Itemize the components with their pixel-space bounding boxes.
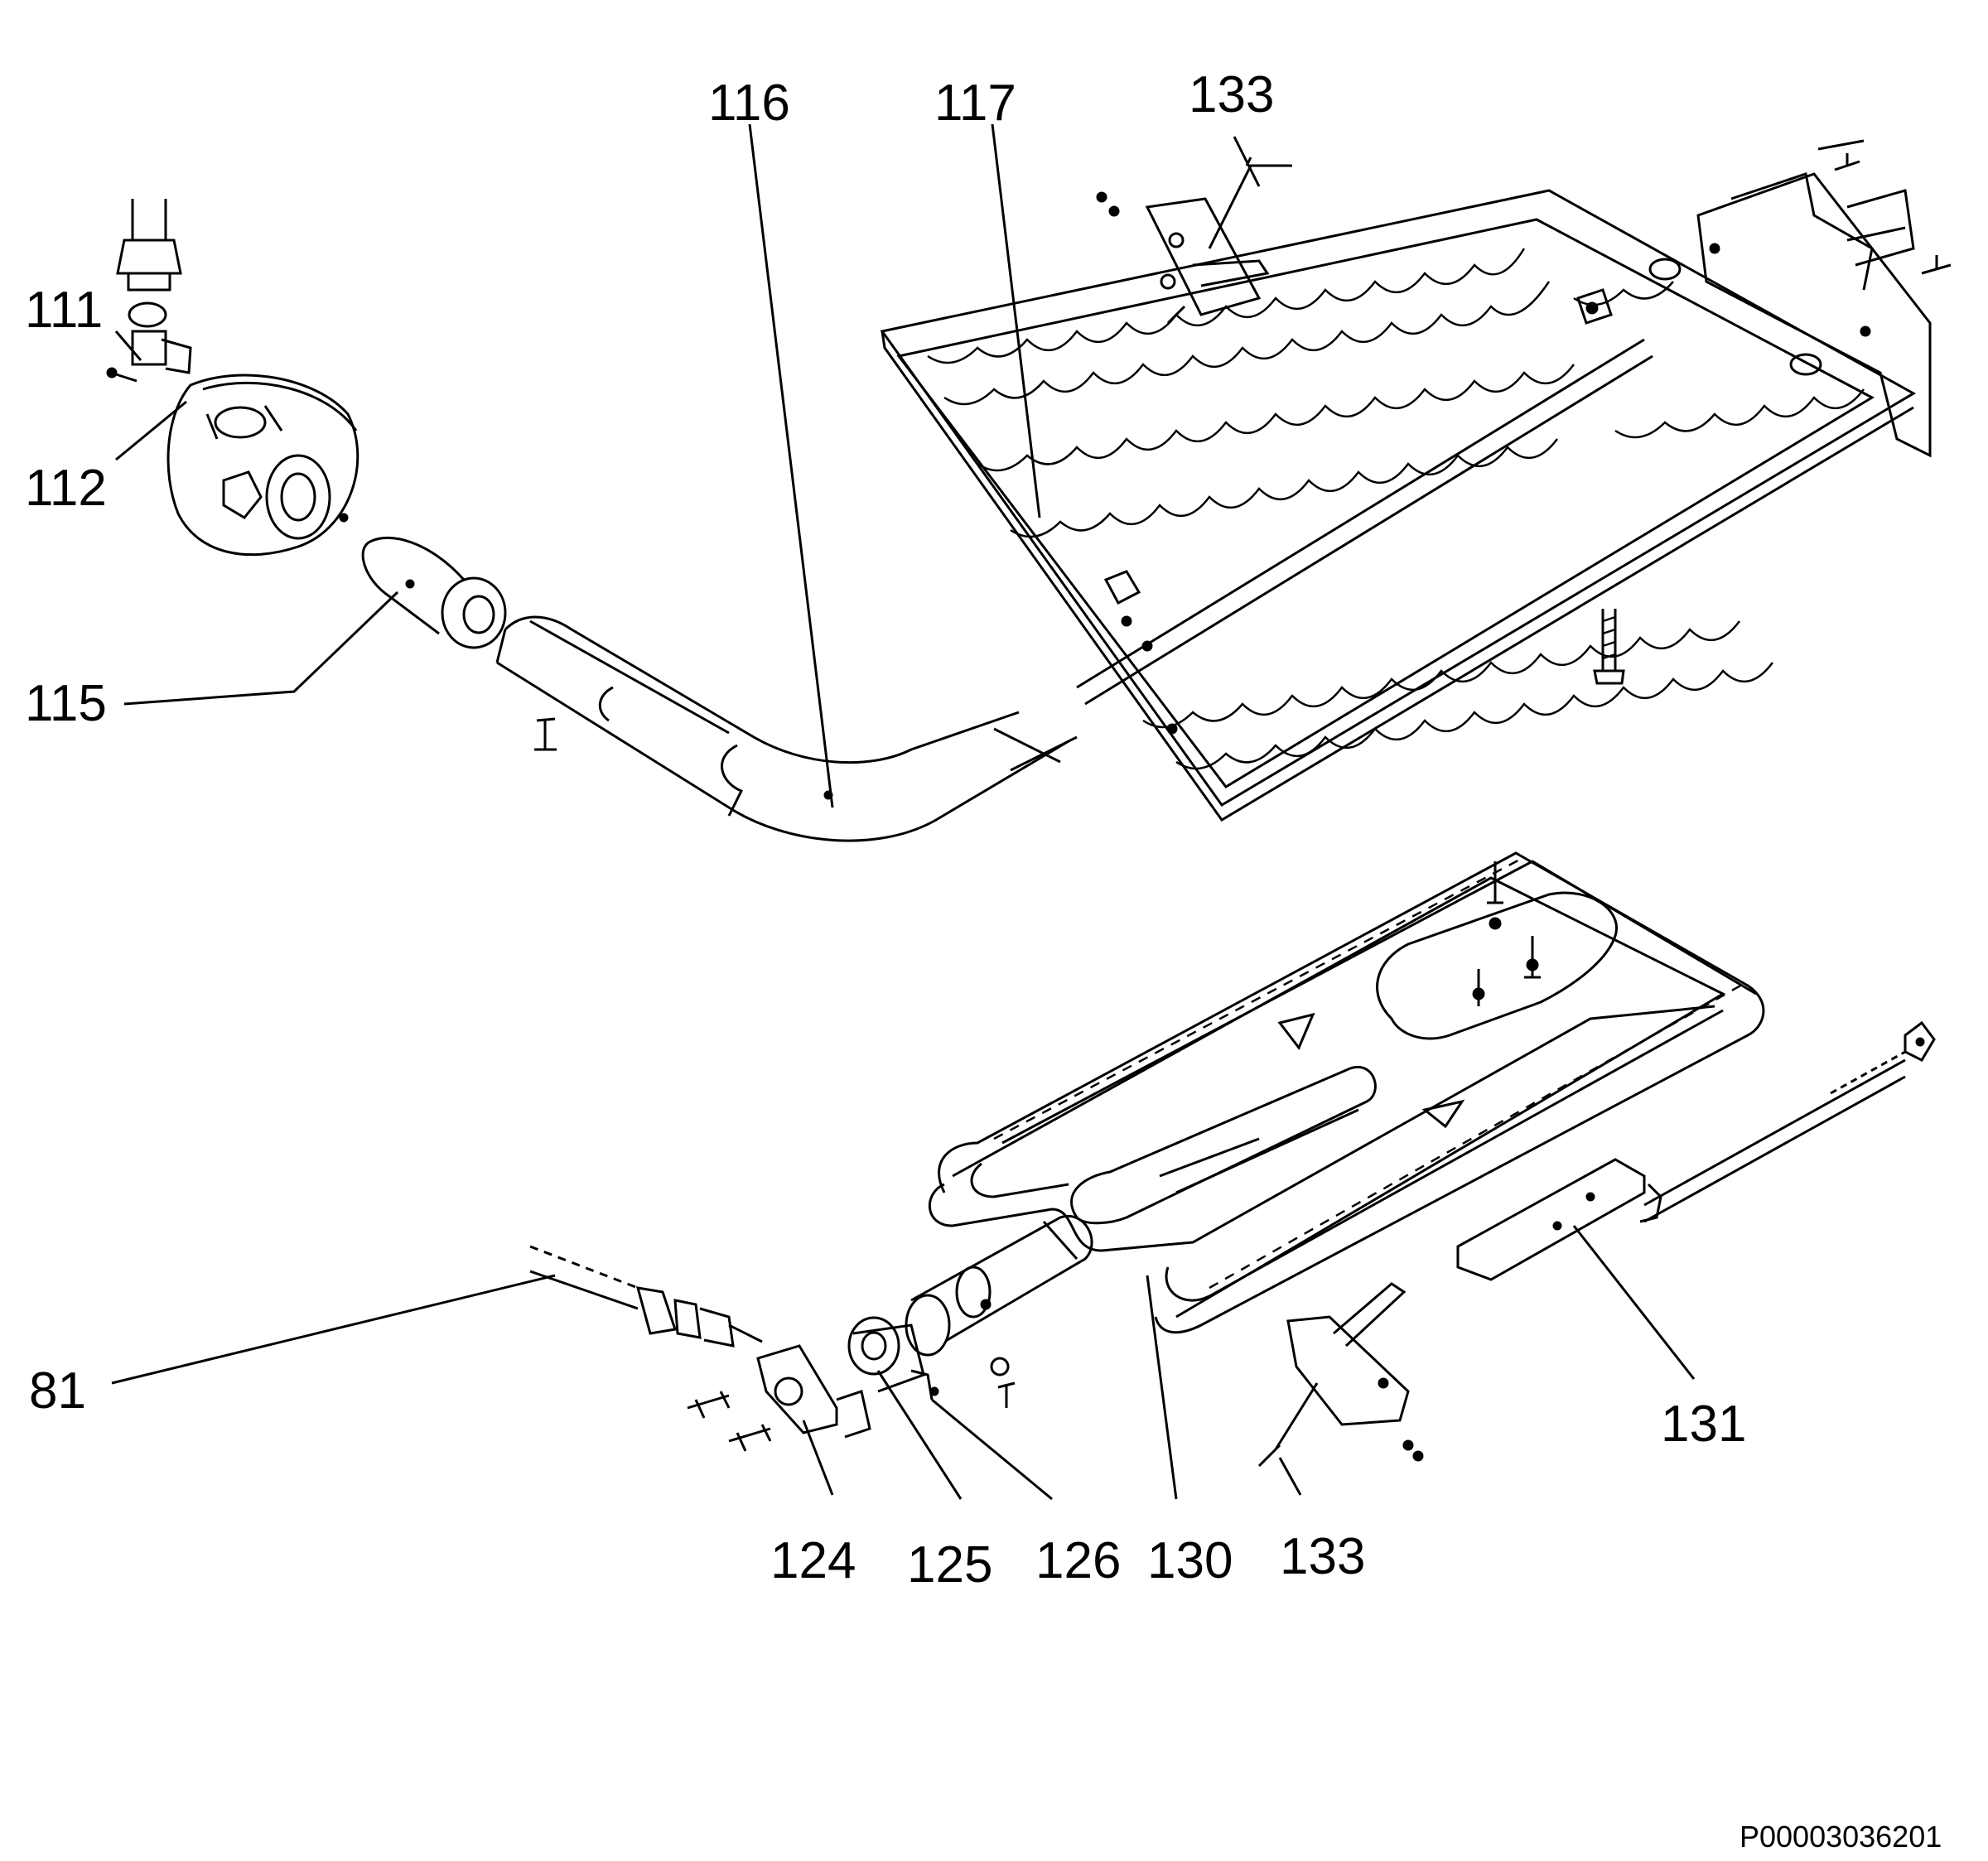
mounting-bracket [1648, 139, 1952, 458]
callout-115: 115 [25, 675, 107, 732]
callout-labels: 111 112 115 116 117 133 81 124 125 126 1… [25, 66, 1746, 1593]
callout-116: 116 [708, 75, 790, 132]
igniter-upper [1096, 157, 1292, 325]
callout-125: 125 [907, 1536, 992, 1593]
tray-bolt [1593, 609, 1625, 685]
igniter-lower [1257, 1282, 1424, 1468]
igniter-wire [1643, 1020, 1936, 1223]
callout-124: 124 [770, 1532, 856, 1589]
callout-112: 112 [25, 460, 107, 517]
tube-screw [534, 717, 557, 751]
leader-lines [111, 123, 1696, 1501]
callout-133-top: 133 [1189, 66, 1274, 123]
bent-mixing-tube [495, 615, 1078, 842]
drawing-code: P00003036201 [1740, 1820, 1942, 1854]
burner-head [166, 374, 359, 557]
callout-133-bottom: 133 [1280, 1528, 1365, 1585]
callout-131: 131 [1661, 1396, 1746, 1453]
callout-111: 111 [25, 282, 103, 339]
lower-burner-plate [928, 851, 1765, 1334]
callout-130: 130 [1147, 1532, 1233, 1589]
callout-81: 81 [29, 1362, 86, 1420]
callout-117: 117 [934, 75, 1016, 132]
gas-inlet-fitting [106, 199, 192, 383]
gas-valve-parts [529, 1245, 1016, 1452]
bracket-131 [1456, 1158, 1662, 1281]
lower-venturi-tube [905, 1214, 1093, 1357]
venturi-pipe [361, 536, 507, 649]
callout-126: 126 [1035, 1532, 1121, 1589]
